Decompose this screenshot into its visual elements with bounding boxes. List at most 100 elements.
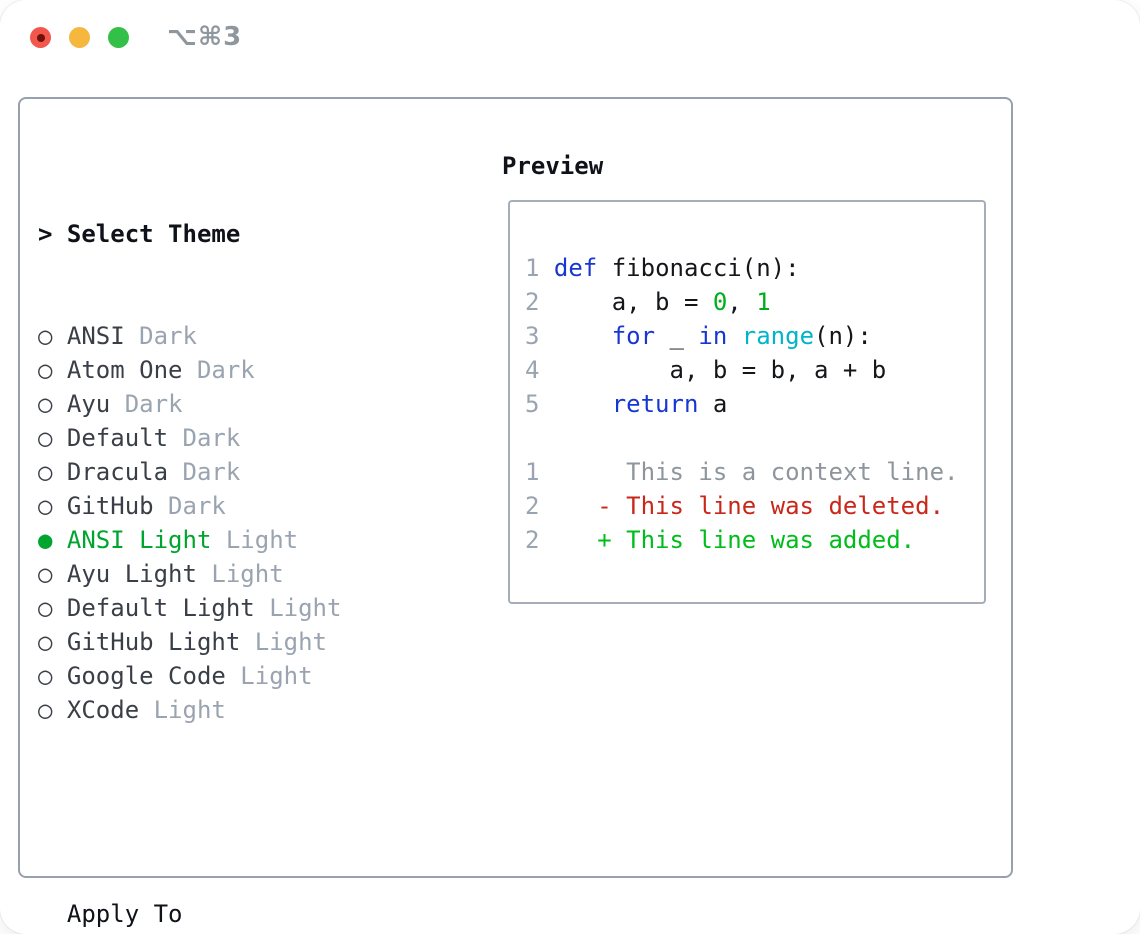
prompt-caret-icon: > bbox=[38, 220, 53, 248]
code-line: 2 - This line was deleted. bbox=[525, 489, 984, 523]
theme-option-ansi-light[interactable]: ● ANSI Light Light bbox=[38, 523, 443, 557]
select-theme-header: > Select Theme bbox=[38, 217, 443, 251]
theme-name: Default bbox=[66, 424, 169, 452]
radio-icon: ○ bbox=[38, 628, 67, 656]
line-number: 3 bbox=[525, 322, 540, 350]
line-number: 2 bbox=[525, 492, 540, 520]
spacer bbox=[38, 795, 443, 829]
theme-variant-tag: Dark bbox=[182, 356, 255, 384]
code-token: for bbox=[611, 322, 656, 350]
radio-icon: ○ bbox=[38, 322, 67, 350]
code-line: 2 a, b = 0, 1 bbox=[525, 285, 984, 319]
theme-variant-tag: Light bbox=[240, 628, 327, 656]
radio-icon: ○ bbox=[38, 560, 67, 588]
code-token: in bbox=[698, 322, 728, 350]
code-token bbox=[539, 492, 597, 520]
select-theme-header-label: Select Theme bbox=[66, 220, 241, 248]
theme-name: GitHub Light bbox=[66, 628, 241, 656]
radio-icon: ○ bbox=[38, 594, 67, 622]
code-line: 2 + This line was added. bbox=[525, 523, 984, 557]
code-token: 1 bbox=[756, 288, 771, 316]
code-line: 4 a, b = b, a + b bbox=[525, 353, 984, 387]
code-token bbox=[539, 390, 611, 418]
code-token: 0 bbox=[712, 288, 728, 316]
theme-option-atom-one[interactable]: ○ Atom One Dark bbox=[38, 353, 443, 387]
theme-variant-tag: Dark bbox=[168, 424, 241, 452]
theme-option-ayu-light[interactable]: ○ Ayu Light Light bbox=[38, 557, 443, 591]
traffic-lights bbox=[30, 27, 129, 48]
radio-icon: ○ bbox=[38, 492, 67, 520]
line-number: 1 bbox=[525, 254, 540, 282]
theme-variant-tag: Light bbox=[196, 560, 284, 588]
theme-variant-tag: Light bbox=[254, 594, 342, 622]
code-token: - This line was deleted. bbox=[597, 492, 945, 520]
radio-selected-icon: ● bbox=[38, 526, 67, 554]
line-number: 5 bbox=[525, 390, 540, 418]
code-token: a, b = b, a + b bbox=[539, 356, 887, 384]
theme-variant-tag: Light bbox=[139, 696, 226, 724]
radio-icon: ○ bbox=[38, 696, 67, 724]
theme-option-dracula[interactable]: ○ Dracula Dark bbox=[38, 455, 443, 489]
minimize-button-icon[interactable] bbox=[69, 27, 90, 48]
code-token bbox=[539, 526, 597, 554]
theme-name: ANSI Light bbox=[66, 526, 212, 554]
code-token: range bbox=[741, 322, 815, 350]
code-token bbox=[539, 322, 611, 350]
zoom-button-icon[interactable] bbox=[108, 27, 129, 48]
theme-variant-tag: Dark bbox=[124, 322, 197, 350]
theme-variant-tag: Dark bbox=[110, 390, 183, 418]
code-token: , bbox=[727, 288, 757, 316]
apply-to-header: Apply To bbox=[66, 900, 183, 928]
radio-icon: ○ bbox=[38, 390, 67, 418]
theme-variant-tag: Dark bbox=[153, 492, 226, 520]
code-line: 5 return a bbox=[525, 387, 984, 421]
theme-name: Ayu Light bbox=[66, 560, 197, 588]
line-number: 1 bbox=[525, 458, 540, 486]
radio-icon: ○ bbox=[38, 356, 67, 384]
radio-icon: ○ bbox=[38, 424, 67, 452]
theme-name: Default Light bbox=[66, 594, 255, 622]
theme-option-github[interactable]: ○ GitHub Dark bbox=[38, 489, 443, 523]
line-number: 2 bbox=[525, 288, 540, 316]
theme-option-default-light[interactable]: ○ Default Light Light bbox=[38, 591, 443, 625]
theme-option-github-light[interactable]: ○ GitHub Light Light bbox=[38, 625, 443, 659]
theme-option-google-code[interactable]: ○ Google Code Light bbox=[38, 659, 443, 693]
theme-name: Google Code bbox=[66, 662, 226, 690]
code-token: _ bbox=[655, 322, 699, 350]
theme-name: Atom One bbox=[66, 356, 183, 384]
theme-option-ansi[interactable]: ○ ANSI Dark bbox=[38, 319, 443, 353]
line-number: 2 bbox=[525, 526, 540, 554]
code-token: + This line was added. bbox=[597, 526, 916, 554]
code-line: 1 This is a context line. bbox=[525, 455, 984, 489]
theme-option-default[interactable]: ○ Default Dark bbox=[38, 421, 443, 455]
radio-icon: ○ bbox=[38, 662, 67, 690]
theme-option-xcode[interactable]: ○ XCode Light bbox=[38, 693, 443, 727]
close-button-icon[interactable] bbox=[30, 27, 51, 48]
theme-name: XCode bbox=[66, 696, 140, 724]
theme-name: ANSI bbox=[66, 322, 125, 350]
code-token: return bbox=[611, 390, 699, 418]
radio-icon: ○ bbox=[38, 458, 67, 486]
theme-options: ○ ANSI Dark○ Atom One Dark○ Ayu Dark○ De… bbox=[38, 319, 443, 727]
code-token bbox=[539, 254, 553, 282]
line-number: 4 bbox=[525, 356, 540, 384]
window-title: ⌥⌘3 bbox=[167, 22, 243, 52]
code-token: (n): bbox=[814, 322, 872, 350]
code-token: def bbox=[553, 254, 598, 282]
theme-option-ayu[interactable]: ○ Ayu Dark bbox=[38, 387, 443, 421]
theme-variant-tag: Dark bbox=[168, 458, 241, 486]
code-token: a, b = bbox=[539, 288, 713, 316]
code-line bbox=[525, 421, 984, 455]
theme-picker-panel: > Select Theme ○ ANSI Dark○ Atom One Dar… bbox=[18, 97, 1013, 928]
theme-name: GitHub bbox=[66, 492, 154, 520]
code-token: a bbox=[698, 390, 728, 418]
theme-name: Dracula bbox=[66, 458, 169, 486]
preview-title: Preview bbox=[502, 152, 604, 180]
theme-variant-tag: Light bbox=[211, 526, 299, 554]
theme-list: > Select Theme ○ ANSI Dark○ Atom One Dar… bbox=[38, 149, 443, 934]
code-token: This is a context line. bbox=[539, 458, 959, 486]
code-line: 3 for _ in range(n): bbox=[525, 319, 984, 353]
theme-variant-tag: Light bbox=[225, 662, 313, 690]
